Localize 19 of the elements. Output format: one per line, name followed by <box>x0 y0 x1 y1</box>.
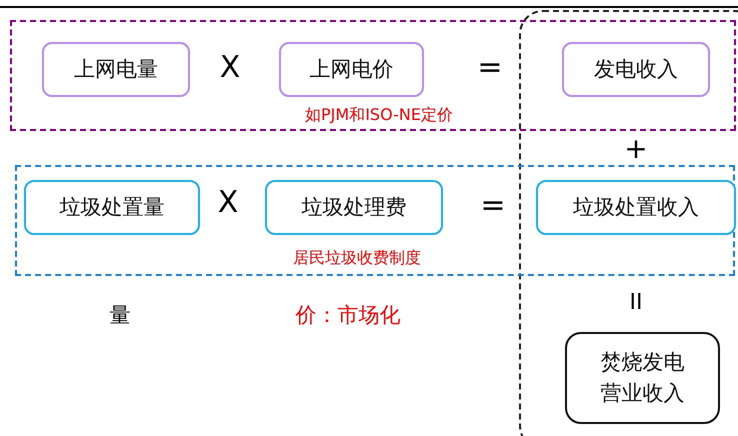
rounded-box: 上网电量 <box>42 42 190 97</box>
label-text: II <box>630 290 642 315</box>
annotation-text: 居民垃圾收费制度 <box>293 248 421 269</box>
dashed-group-band <box>15 165 735 276</box>
label-text: + <box>624 132 648 165</box>
label-text: = <box>480 188 506 223</box>
rounded-box: 垃圾处置收入 <box>536 180 736 235</box>
label-text: 价：市场化 <box>296 302 400 329</box>
rounded-box: 焚烧发电营业收入 <box>565 332 720 424</box>
rounded-box: 垃圾处置量 <box>24 180 200 235</box>
rounded-box: 发电收入 <box>562 42 710 97</box>
label-text: X <box>220 50 240 85</box>
label-text: = <box>477 50 503 85</box>
rounded-box: 上网电价 <box>279 42 424 97</box>
annotation-text: 如PJM和ISO-NE定价 <box>305 105 453 126</box>
label-text: 量 <box>110 302 130 329</box>
label-text: X <box>218 185 238 220</box>
dashed-group-band <box>10 20 736 131</box>
rounded-box: 垃圾处理费 <box>265 180 443 235</box>
